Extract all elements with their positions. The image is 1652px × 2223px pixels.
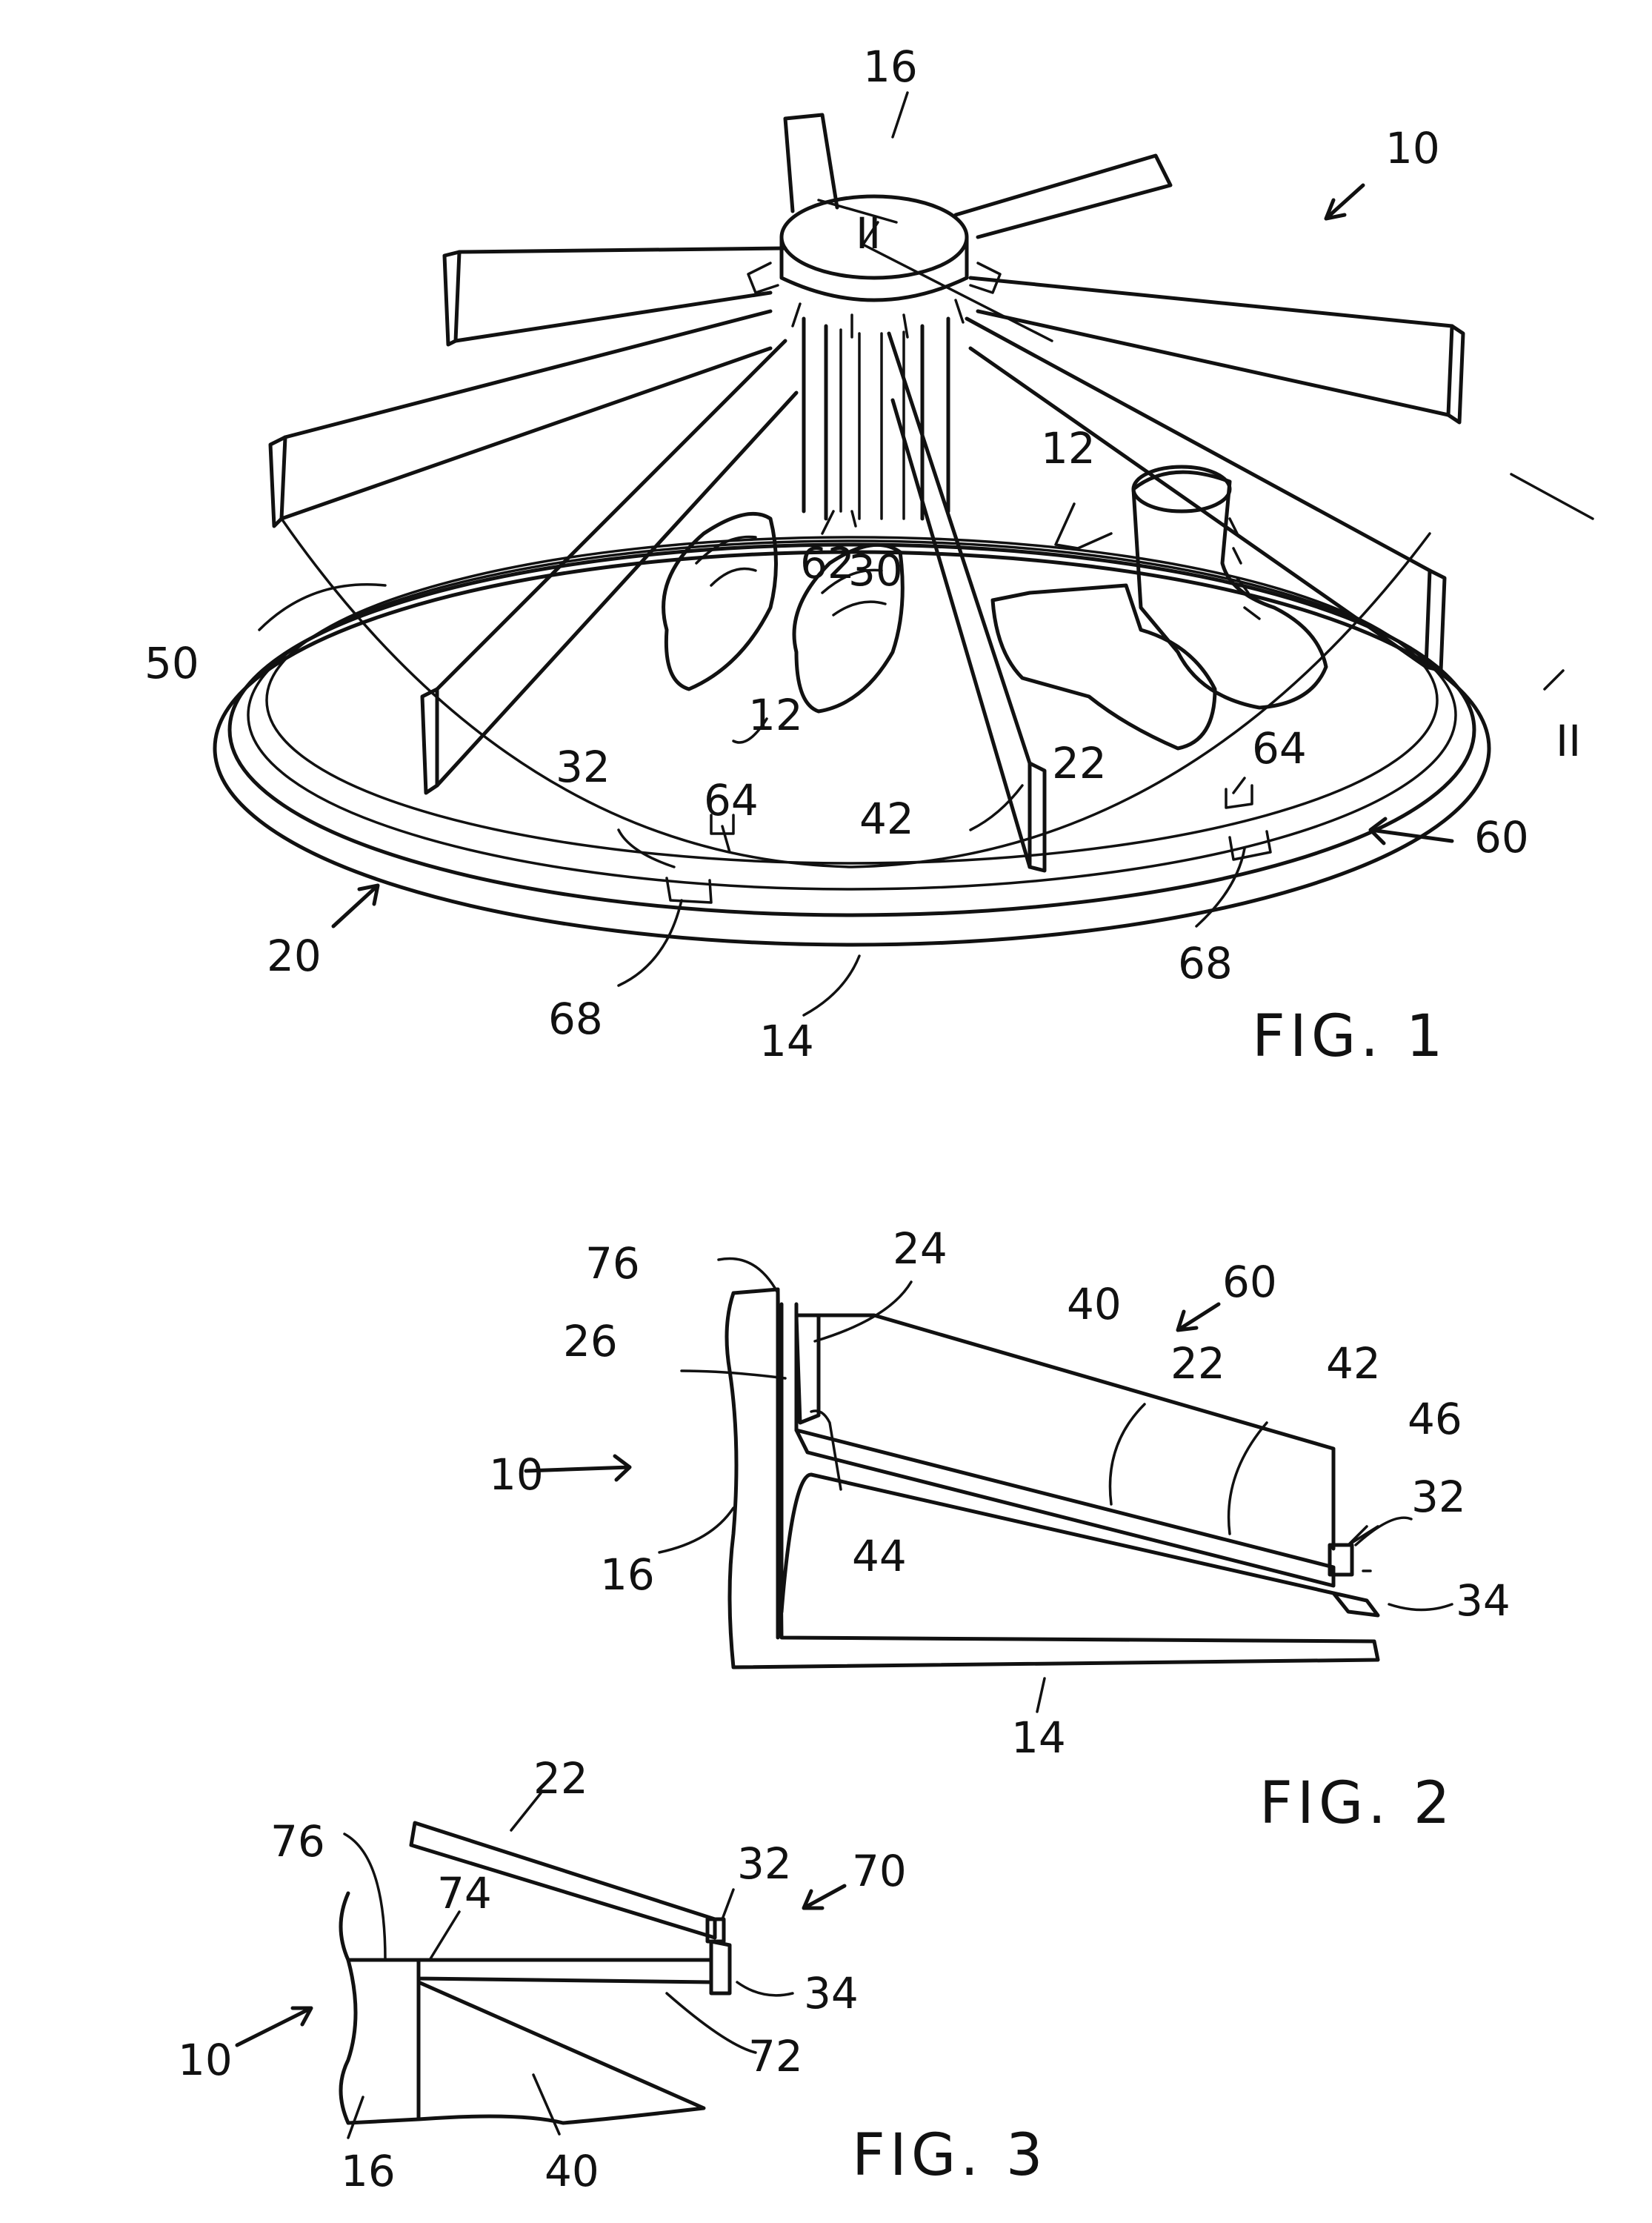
figure-2-drawing — [526, 1258, 1452, 1712]
fig2-label-26: 26 — [563, 1316, 618, 1366]
fig1-label-10: 10 — [1385, 123, 1440, 173]
fig2-label-10: 10 — [489, 1449, 544, 1500]
fig2-label-22: 22 — [1170, 1338, 1225, 1389]
fig3-label-32: 32 — [737, 1838, 792, 1889]
fig2-label-76: 76 — [585, 1238, 640, 1289]
fig1-label-12-boots: 12 — [1041, 423, 1096, 473]
fig2-label-60: 60 — [1222, 1257, 1277, 1307]
fig1-label-50: 50 — [144, 638, 199, 688]
fig2-label-34: 34 — [1456, 1575, 1511, 1626]
fig2-label-44: 44 — [852, 1531, 907, 1581]
fig2-label-32: 32 — [1411, 1472, 1466, 1522]
fig3-label-22: 22 — [533, 1753, 588, 1804]
fig1-label-22: 22 — [1052, 738, 1107, 788]
fig2-label-46: 46 — [1408, 1394, 1462, 1444]
fig3-label-40: 40 — [544, 2146, 599, 2196]
fig1-section-marker-top: II — [856, 208, 881, 259]
fig1-label-64-left: 64 — [704, 775, 759, 825]
fig1-label-60: 60 — [1474, 812, 1529, 863]
fig1-label-64-right: 64 — [1252, 723, 1307, 774]
fig2-label-16: 16 — [600, 1549, 655, 1600]
figure-1-drawing — [215, 93, 1593, 1015]
fig1-label-42: 42 — [859, 794, 914, 844]
fig3-label-70: 70 — [852, 1846, 907, 1896]
fig1-caption: FIG. 1 — [1252, 1003, 1448, 1070]
fig3-label-76: 76 — [270, 1816, 325, 1867]
fig1-label-68-left: 68 — [548, 994, 603, 1044]
fig3-caption: FIG. 3 — [852, 2122, 1048, 2189]
fig2-caption: FIG. 2 — [1259, 1770, 1455, 1837]
fig1-label-30: 30 — [848, 545, 903, 596]
fig2-label-24: 24 — [893, 1223, 947, 1274]
fig2-label-42: 42 — [1326, 1338, 1381, 1389]
fig1-label-32: 32 — [556, 742, 610, 792]
fig3-label-72: 72 — [748, 2031, 803, 2081]
fig1-label-62: 62 — [800, 538, 855, 588]
fig3-label-34: 34 — [804, 1968, 859, 2018]
fig3-label-16: 16 — [341, 2146, 396, 2196]
fig1-label-68-right: 68 — [1178, 938, 1233, 988]
fig1-label-12-shoes: 12 — [748, 690, 803, 740]
fig1-label-16: 16 — [863, 41, 918, 92]
fig1-section-marker-bottom: II — [1556, 716, 1581, 766]
fig3-label-74: 74 — [437, 1868, 492, 1918]
fig1-label-20: 20 — [267, 931, 322, 981]
fig2-label-40: 40 — [1067, 1279, 1122, 1329]
fig3-label-10: 10 — [178, 2035, 233, 2085]
fig1-label-14: 14 — [759, 1016, 814, 1066]
fig2-label-14: 14 — [1011, 1712, 1066, 1763]
